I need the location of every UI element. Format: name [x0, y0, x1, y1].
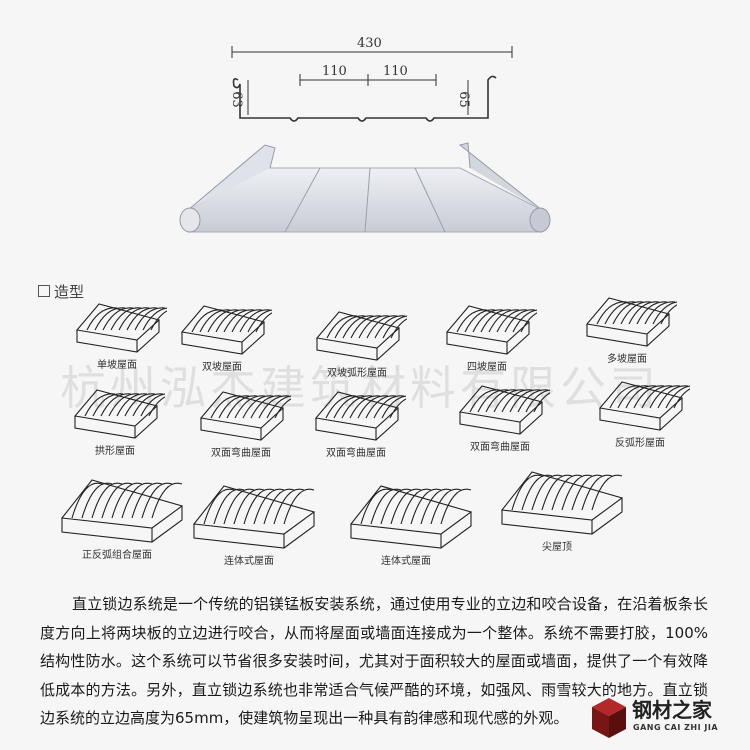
roof-shape-item: 双面弯曲屋面 — [291, 384, 421, 459]
roof-shape-label: 双坡弧形屋面 — [327, 368, 387, 379]
brand-logo: 钢材之家 GANG CAI ZHI JIA — [590, 694, 750, 750]
roof-shape-icon — [445, 305, 537, 355]
roof-shape-item: 连体式屋面 — [184, 476, 316, 567]
roof-shape-item: 双面弯曲屋面 — [176, 384, 306, 459]
roof-shape-icon — [192, 485, 316, 549]
height-left: 63 — [228, 91, 244, 108]
roof-shape-label: 双面弯曲屋面 — [211, 448, 271, 459]
description-paragraph: 直立锁边系统是一个传统的铝镁锰板安装系统，通过使用专业的立边和咬合设备，在沿着板… — [40, 595, 708, 727]
cube-logo-icon — [592, 698, 626, 738]
roof-shape-label: 连体式屋面 — [381, 556, 431, 567]
roof-shape-item: 四坡屋面 — [422, 298, 552, 373]
roof-shape-icon — [349, 485, 473, 549]
roof-shape-item: 多坡屋面 — [562, 290, 692, 365]
height-right: 65 — [455, 91, 471, 108]
roof-shape-icon — [73, 389, 165, 439]
roof-shape-item: 双面弯曲屋面 — [435, 378, 565, 453]
roof-shape-item: 尖屋顶 — [492, 462, 624, 553]
roof-shape-icon — [585, 297, 677, 347]
roof-shape-item: 反弧形屋面 — [575, 374, 705, 449]
width-dimension: 430 — [357, 36, 382, 51]
roof-shape-label: 连体式屋面 — [224, 556, 274, 567]
roof-shape-item: 拱形屋面 — [50, 382, 180, 457]
section-title: 造型 — [54, 283, 85, 301]
roof-shape-icon — [75, 303, 167, 353]
logo-pinyin: GANG CAI ZHI JIA — [633, 723, 719, 732]
roof-shape-icon — [60, 479, 184, 543]
roof-shape-item: 正反弧组合屋面 — [52, 470, 184, 561]
roof-shape-label: 多坡屋面 — [607, 354, 647, 365]
roof-shape-icon — [199, 391, 291, 441]
roof-shape-label: 反弧形屋面 — [615, 438, 665, 449]
roof-shape-label: 双坡屋面 — [202, 362, 242, 373]
roof-shape-label: 双面弯曲屋面 — [470, 442, 530, 453]
roof-shape-label: 正反弧组合屋面 — [82, 550, 152, 561]
roof-shape-item: 连体式屋面 — [341, 476, 473, 567]
roof-shape-icon — [180, 305, 272, 355]
roof-shape-icon — [500, 471, 624, 535]
rib-spacing-right: 110 — [383, 64, 408, 79]
roof-shape-item: 双坡屋面 — [157, 298, 287, 373]
roof-shape-icon — [598, 381, 690, 431]
roof-shape-label: 尖屋顶 — [542, 542, 572, 553]
rib-spacing-left: 110 — [322, 64, 347, 79]
square-icon — [38, 285, 50, 297]
section-heading: 造型 — [38, 281, 84, 302]
roof-shape-icon — [458, 385, 550, 435]
roof-shape-item: 单坡屋面 — [52, 296, 182, 371]
profile-cross-section-diagram — [231, 46, 513, 122]
logo-name: 钢材之家 — [632, 698, 712, 722]
roof-shape-label: 单坡屋面 — [97, 360, 137, 371]
roof-shape-label: 拱形屋面 — [95, 446, 135, 457]
roof-shape-icon — [314, 391, 406, 441]
roof-shape-label: 四坡屋面 — [467, 362, 507, 373]
roof-panel-3d-render — [179, 142, 551, 233]
roof-shape-label: 双面弯曲屋面 — [326, 448, 386, 459]
roof-shape-icon — [315, 311, 407, 361]
roof-shape-item: 双坡弧形屋面 — [292, 304, 422, 379]
